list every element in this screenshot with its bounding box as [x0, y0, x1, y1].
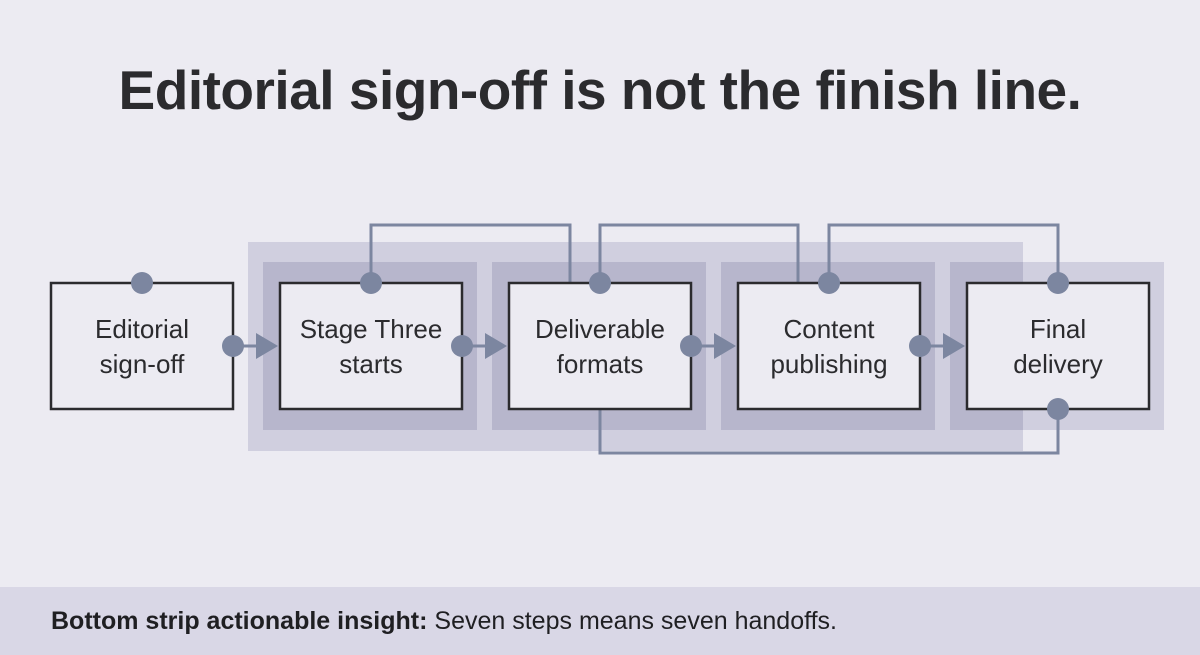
loop-connector-3-4	[598, 223, 800, 283]
top-port-dot	[360, 272, 382, 294]
top-port-dot	[589, 272, 611, 294]
step-label: publishing	[770, 349, 887, 379]
step-label: sign-off	[100, 349, 186, 379]
step-label: starts	[339, 349, 403, 379]
page-title: Editorial sign-off is not the finish lin…	[118, 59, 1082, 121]
top-port-dot	[818, 272, 840, 294]
step-label: Stage Three	[300, 314, 443, 344]
insight-lead: Bottom strip actionable insight:	[51, 606, 428, 635]
top-port-dot	[1047, 272, 1069, 294]
loop-connector-2-3	[369, 223, 572, 283]
loop-connector-4-5	[827, 223, 1060, 283]
step-box-4: Content publishing	[736, 281, 922, 411]
forward-connector-2	[451, 333, 507, 359]
step-label: Deliverable	[535, 314, 665, 344]
step-box-2: Stage Three starts	[278, 281, 464, 411]
step-box-3: Deliverable formats	[507, 281, 693, 411]
step-box-1: Editorial sign-off	[49, 281, 235, 411]
top-port-dot	[131, 272, 153, 294]
forward-connector-4	[909, 333, 965, 359]
forward-connector-3	[680, 333, 736, 359]
workflow-diagram: Editorial sign-off Stage Three starts Delive…	[49, 223, 1164, 455]
step-label: delivery	[1013, 349, 1103, 379]
forward-connector-1	[222, 333, 278, 359]
insight-strip: Bottom strip actionable insight: Seven s…	[0, 587, 1200, 655]
step-label: formats	[557, 349, 644, 379]
bottom-port-dot	[1047, 398, 1069, 420]
step-label: Final	[1030, 314, 1086, 344]
step-box-5: Final delivery	[965, 281, 1151, 411]
step-label: Editorial	[95, 314, 189, 344]
loop-connector-3-5	[598, 409, 1060, 455]
insight-text: Seven steps means seven handoffs.	[434, 606, 837, 635]
step-label: Content	[783, 314, 875, 344]
